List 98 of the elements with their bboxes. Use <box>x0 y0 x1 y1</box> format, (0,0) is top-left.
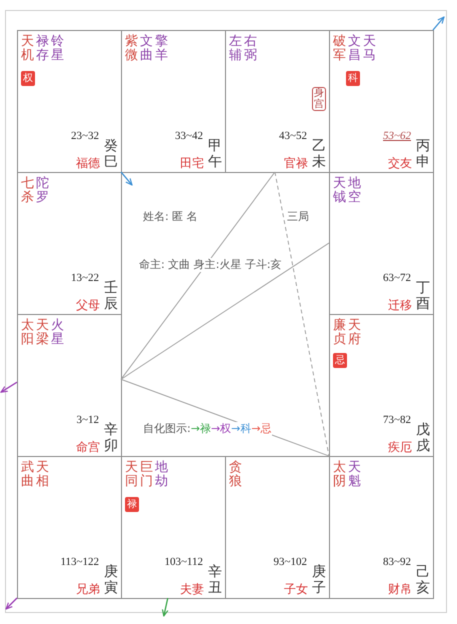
connector-line <box>120 172 276 380</box>
palace-cell <box>329 314 434 457</box>
star-name: 天机 <box>21 35 34 64</box>
age-range: 103~112 <box>164 557 203 568</box>
age-range: 63~72 <box>383 273 411 284</box>
star-name: 地劫 <box>155 461 168 490</box>
stem-branch: 乙未 <box>312 139 326 170</box>
star-name: 陀罗 <box>36 177 49 206</box>
body-palace-badge: 身宫 <box>312 87 326 111</box>
star-name: 贪狼 <box>229 461 242 490</box>
star-name: 天梁 <box>36 319 49 348</box>
age-range: 13~22 <box>71 273 99 284</box>
transform-marker: →科 <box>231 422 252 436</box>
palace-cell <box>17 456 122 599</box>
arrow <box>5 598 18 610</box>
age-range: 83~92 <box>383 557 411 568</box>
star-name: 破军 <box>333 35 346 64</box>
stem-branch: 戊戌 <box>416 423 430 454</box>
star-name: 廉贞 <box>333 319 346 348</box>
palace-cell <box>121 456 226 599</box>
palace-name: 田宅 <box>180 157 204 169</box>
palace-cell <box>329 172 434 315</box>
star-name: 太阴 <box>333 461 346 490</box>
info-text: 命主: 文曲 身主:火星 子斗:亥 <box>139 258 282 272</box>
arrow <box>162 598 168 617</box>
connector-line <box>120 242 330 380</box>
transform-marker: →忌 <box>251 422 272 436</box>
palace-cell <box>225 30 330 173</box>
arrow <box>432 16 445 30</box>
palace-cell <box>329 30 434 173</box>
palace-name: 疾厄 <box>388 441 412 453</box>
palace-name: 父母 <box>76 299 100 311</box>
star-name: 文昌 <box>348 35 361 64</box>
palace-cell <box>225 456 330 599</box>
palace-name: 夫妻 <box>180 583 204 595</box>
age-range: 33~42 <box>175 131 203 142</box>
age-range: 43~52 <box>279 131 307 142</box>
star-name: 天马 <box>363 35 376 64</box>
star-name: 天相 <box>36 461 49 490</box>
star-name: 七杀 <box>21 177 34 206</box>
palace-cell <box>17 30 122 173</box>
palace-name: 子女 <box>284 583 308 595</box>
arrow <box>120 172 133 186</box>
palace-name: 官禄 <box>284 157 308 169</box>
star-name: 火星 <box>51 319 64 348</box>
star-name: 太阳 <box>21 319 34 348</box>
stem-branch: 庚子 <box>312 565 326 596</box>
palace-name: 财帛 <box>388 583 412 595</box>
star-name: 巨门 <box>140 461 153 490</box>
palace-name: 福德 <box>76 157 100 169</box>
stem-branch: 丙申 <box>416 139 430 170</box>
star-name: 天同 <box>125 461 138 490</box>
star-name: 禄存 <box>36 35 49 64</box>
transform-marker: →权 <box>210 422 232 436</box>
star-name: 擎羊 <box>155 35 168 64</box>
star-name: 天钺 <box>333 177 346 206</box>
age-range: 53~62 <box>383 131 411 142</box>
star-name: 紫微 <box>125 35 138 64</box>
seal-badge: 忌 <box>333 353 347 368</box>
star-name: 文曲 <box>140 35 153 64</box>
palace-name: 兄弟 <box>76 583 100 595</box>
stem-branch: 辛卯 <box>104 423 118 454</box>
legend-title: 自化图示: <box>143 422 191 436</box>
star-name: 左辅 <box>229 35 242 64</box>
connector-line <box>274 172 330 456</box>
stem-branch: 己亥 <box>416 565 430 596</box>
age-range: 3~12 <box>76 415 99 426</box>
star-name: 武曲 <box>21 461 34 490</box>
palace-name: 交友 <box>388 157 412 169</box>
star-name: 天魁 <box>348 461 361 490</box>
palace-cell <box>121 30 226 173</box>
stem-branch: 辛丑 <box>208 565 222 596</box>
info-text: 三局 <box>287 210 309 224</box>
stem-branch: 庚寅 <box>104 565 118 596</box>
age-range: 23~32 <box>71 131 99 142</box>
arrow <box>0 382 18 393</box>
stem-branch: 癸巳 <box>104 139 118 170</box>
palace-cell <box>329 456 434 599</box>
stem-branch: 甲午 <box>208 139 222 170</box>
info-text: 姓名: 匿 名 <box>143 210 198 224</box>
palace-cell <box>17 172 122 315</box>
seal-badge: 科 <box>346 71 360 86</box>
stem-branch: 壬辰 <box>104 281 118 312</box>
age-range: 93~102 <box>274 557 307 568</box>
stem-branch: 丁酉 <box>416 281 430 312</box>
star-name: 铃星 <box>51 35 64 64</box>
transform-marker: →禄 <box>190 422 211 436</box>
age-range: 113~122 <box>60 557 99 568</box>
connector-line <box>120 378 330 456</box>
star-name: 右弼 <box>244 35 257 64</box>
palace-cell <box>17 314 122 457</box>
star-name: 地空 <box>348 177 361 206</box>
seal-badge: 权 <box>21 71 35 86</box>
star-name: 天府 <box>348 319 361 348</box>
palace-name: 迁移 <box>388 299 412 311</box>
seal-badge: 禄 <box>125 497 139 512</box>
palace-name: 命宫 <box>76 441 100 453</box>
age-range: 73~82 <box>383 415 411 426</box>
